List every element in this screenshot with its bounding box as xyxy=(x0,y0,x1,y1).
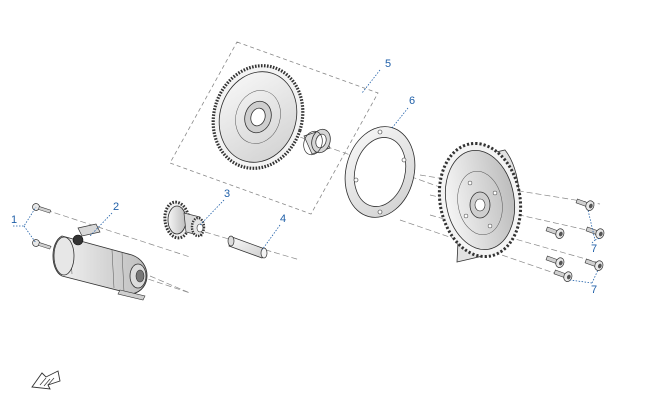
callout-labels: 1 2 3 4 5 6 7 7 xyxy=(11,58,597,296)
starter-idle-gear[interactable] xyxy=(163,200,206,240)
starter-driven-gear[interactable] xyxy=(200,54,316,180)
one-way-clutch-flange[interactable] xyxy=(336,119,424,225)
callout-6[interactable]: 6 xyxy=(409,95,415,107)
clutch-bolts[interactable] xyxy=(545,196,605,283)
bolt xyxy=(32,239,52,250)
bolt xyxy=(553,269,573,282)
bolt xyxy=(584,258,604,271)
bolt xyxy=(575,198,595,211)
bolt xyxy=(545,226,565,239)
motor-terminal xyxy=(72,234,84,246)
callout-7-upper[interactable]: 7 xyxy=(591,243,597,255)
callout-4[interactable]: 4 xyxy=(280,213,286,225)
callout-2[interactable]: 2 xyxy=(113,201,119,213)
bolt xyxy=(545,255,565,268)
needle-bearing[interactable] xyxy=(301,127,334,157)
flywheel-rotor[interactable] xyxy=(431,137,530,263)
callout-7-lower[interactable]: 7 xyxy=(591,284,597,296)
callout-1[interactable]: 1 xyxy=(11,214,17,226)
callout-5[interactable]: 5 xyxy=(385,58,391,70)
callout-leaders xyxy=(13,69,601,284)
gear-group-outline xyxy=(169,41,379,215)
starter-motor[interactable] xyxy=(52,223,148,301)
callout-3[interactable]: 3 xyxy=(224,188,230,200)
starter-motor-bolts[interactable] xyxy=(32,203,52,251)
idle-gear-shaft[interactable] xyxy=(227,235,268,259)
back-arrow-icon[interactable] xyxy=(31,370,61,390)
bolt xyxy=(585,226,605,239)
